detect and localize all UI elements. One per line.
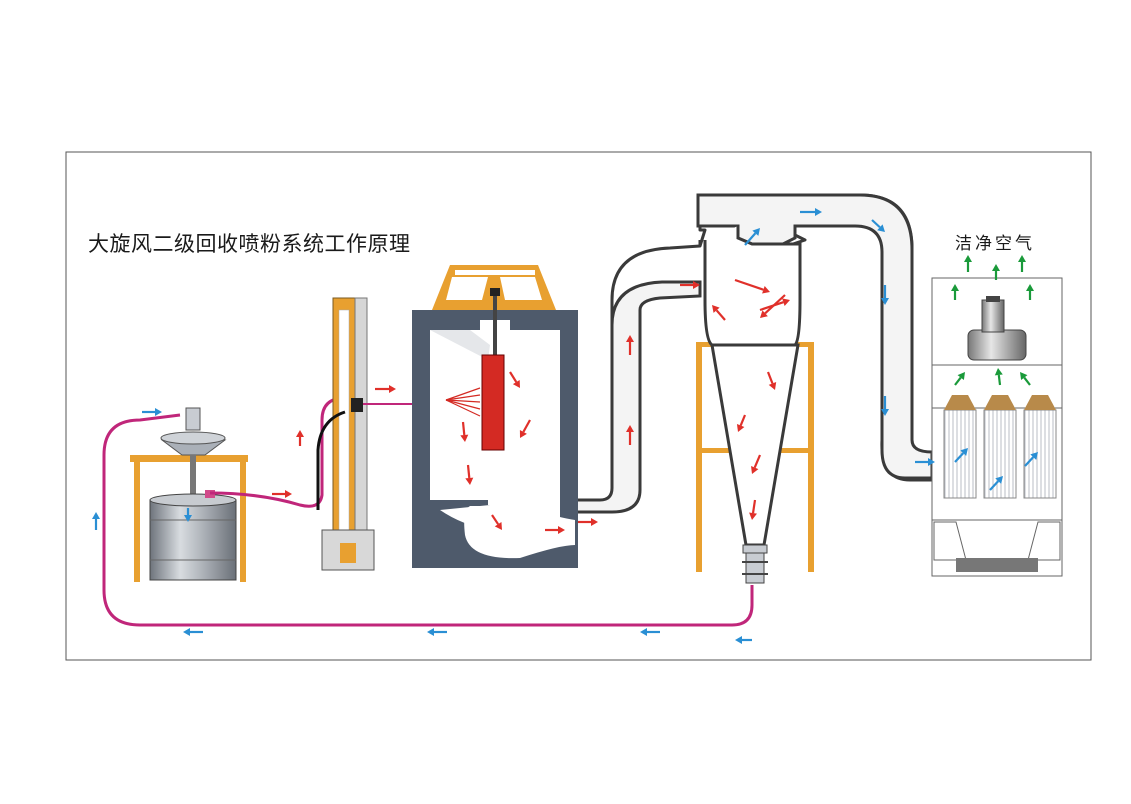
red-flow-arrow-7-shaft	[491, 514, 500, 525]
blue-flow-arrow-15-head	[1030, 452, 1038, 460]
cartridge-filter-icon	[931, 277, 1063, 577]
blue-flow-arrow-13-shaft	[954, 452, 965, 463]
red-flow-arrow-3-head	[460, 434, 469, 442]
red-flow-arrow-7-head	[494, 521, 502, 530]
red-flow-arrow-15-shaft	[715, 309, 726, 321]
blue-flow-arrow-13-head	[960, 448, 968, 456]
duct-top	[696, 193, 934, 480]
green-flow-arrow-3-head	[951, 284, 959, 291]
diagram-border	[65, 151, 1092, 661]
red-flow-arrow-4-head	[465, 477, 474, 485]
blue-flow-arrow-1-head	[92, 512, 100, 519]
blue-flow-arrow-15-shaft	[1024, 456, 1035, 467]
green-flow-arrow-6-shaft	[997, 374, 1002, 386]
blue-flow-arrow-14-shaft	[989, 480, 1000, 491]
blue-flow-arrow-3-head	[735, 636, 742, 644]
red-flow-arrow-16-shaft	[759, 301, 784, 312]
red-flow-arrow-6-head	[512, 379, 520, 388]
red-flow-arrow-17-shaft	[766, 371, 774, 384]
green-flow-arrow-6-head	[994, 368, 1003, 376]
blue-flow-arrow-9-head	[881, 298, 889, 305]
green-flow-arrow-7-shaft	[1023, 376, 1031, 386]
green-flow-arrow-2-head	[1018, 255, 1026, 262]
green-flow-arrow-5-head	[957, 372, 965, 380]
red-flow-arrow-5-head	[519, 429, 527, 438]
blue-flow-arrow-8-shaft	[871, 219, 881, 229]
red-flow-arrow-20-head	[749, 512, 757, 520]
red-flow-arrow-15-head	[712, 305, 720, 313]
red-flow-arrow-19-head	[751, 465, 759, 474]
red-flow-arrow-0-head	[285, 490, 292, 498]
red-flow-arrow-3-shaft	[461, 421, 466, 436]
blue-flow-arrow-14-head	[995, 476, 1003, 484]
feed-hose	[209, 396, 346, 508]
red-flow-arrow-9-head	[591, 518, 598, 526]
blue-flow-arrow-4-head	[640, 628, 647, 636]
return-hose	[102, 413, 754, 627]
red-flow-arrow-16-head	[782, 298, 790, 307]
red-flow-arrow-20-shaft	[751, 499, 757, 514]
red-flow-arrow-13-shaft	[734, 278, 764, 291]
duct-left-riser	[578, 280, 702, 514]
red-flow-arrow-1-head	[296, 430, 304, 437]
green-flow-arrow-7-head	[1020, 372, 1028, 380]
red-flow-arrow-10-head	[626, 335, 634, 342]
red-flow-arrow-4-shaft	[466, 464, 471, 479]
red-flow-arrow-14-head	[760, 310, 768, 318]
blue-flow-arrow-12-head	[752, 228, 760, 236]
blue-flow-arrow-10-head	[881, 409, 889, 416]
red-flow-arrow-6-shaft	[509, 371, 518, 383]
blue-flow-arrow-0-head	[155, 408, 162, 416]
red-flow-arrow-19-shaft	[753, 454, 762, 468]
blue-flow-arrow-12-shaft	[744, 232, 757, 246]
red-flow-arrow-18-shaft	[739, 414, 747, 426]
blue-flow-arrow-2-head	[184, 515, 192, 522]
spray-booth-icon	[412, 265, 578, 568]
red-flow-arrow-2-head	[389, 385, 396, 393]
powder-hopper-icon	[130, 407, 248, 582]
blue-flow-arrow-6-head	[183, 628, 190, 636]
red-flow-arrow-17-head	[768, 382, 777, 390]
blue-flow-arrow-5-head	[427, 628, 434, 636]
blue-flow-arrow-8-head	[877, 224, 885, 232]
clean-air-label: 洁净空气	[955, 234, 1035, 254]
gun-lift-icon	[316, 297, 446, 571]
green-flow-arrow-1-head	[992, 264, 1000, 271]
flow-arrows	[92, 208, 1038, 644]
blue-flow-arrow-7-head	[815, 208, 822, 216]
green-flow-arrow-5-shaft	[954, 376, 962, 386]
green-flow-arrow-0-head	[964, 255, 972, 262]
red-flow-arrow-8-head	[558, 526, 565, 534]
red-flow-arrow-12-head	[693, 281, 700, 289]
red-flow-arrow-18-head	[736, 424, 745, 432]
red-flow-arrow-13-head	[762, 285, 770, 294]
fan-motor-icon	[967, 296, 1027, 361]
diagram-title: 大旋风二级回收喷粉系统工作原理	[88, 232, 411, 256]
red-flow-arrow-11-head	[626, 425, 634, 432]
green-flow-arrow-4-head	[1026, 284, 1034, 291]
red-flow-arrow-5-shaft	[522, 419, 531, 433]
blue-flow-arrow-11-head	[928, 458, 935, 466]
